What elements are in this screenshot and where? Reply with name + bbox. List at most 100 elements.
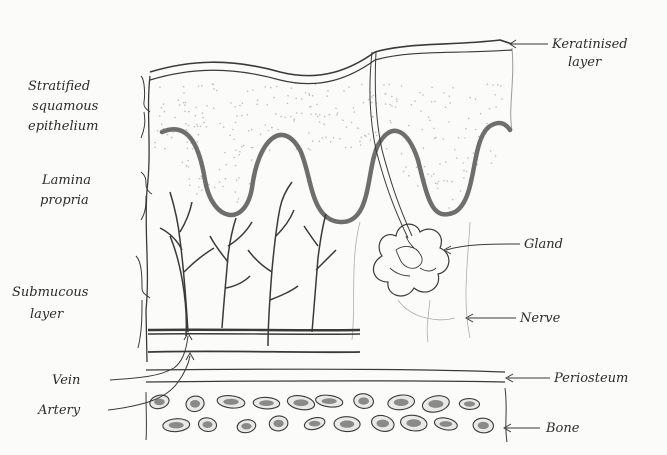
stipple-dot (390, 122, 392, 124)
stipple-dot (235, 165, 237, 167)
stipple-dot (424, 166, 426, 168)
stipple-dot (222, 186, 224, 188)
bone-cell-core (340, 420, 354, 427)
stipple-dot (235, 149, 237, 151)
keratinised-surface-inner (150, 50, 512, 84)
stipple-dot (186, 129, 188, 131)
stipple-dot (350, 147, 352, 149)
stipple-dot (277, 129, 279, 131)
stipple-dot (184, 104, 186, 106)
stipple-dot (330, 141, 332, 143)
stipple-dot (192, 148, 194, 150)
stipple-dot (188, 111, 190, 113)
bone-cells (148, 393, 494, 435)
stipple-dot (189, 178, 191, 180)
stipple-dot (422, 129, 424, 131)
stipple-dot (326, 95, 328, 97)
stipple-dot (167, 134, 169, 136)
stipple-dot (371, 96, 373, 98)
stipple-dot (195, 115, 197, 117)
stipple-dot (473, 152, 475, 154)
stipple-dot (183, 86, 185, 88)
stipple-dot (492, 84, 494, 86)
stipple-dot (234, 157, 236, 159)
stipple-dot (159, 86, 161, 88)
stipple-dot (183, 102, 185, 104)
bone-cell-core (440, 421, 453, 427)
stipple-dot (202, 112, 204, 114)
stipple-dot (401, 85, 403, 87)
bone-cell-core (478, 422, 489, 429)
bone (146, 388, 507, 442)
stipple-dot (308, 93, 310, 95)
stipple-dot (370, 139, 372, 141)
stipple-dot (495, 106, 497, 108)
periosteum-bottom (146, 381, 505, 382)
stipple-dot (230, 102, 232, 104)
stipple-dot (239, 151, 241, 153)
stipple-dot (270, 87, 272, 89)
stipple-dot (251, 159, 253, 161)
stipple-dot (427, 173, 429, 175)
stipple-dot (293, 120, 295, 122)
bone-cell-core (358, 397, 369, 404)
stipple-dot (368, 133, 370, 135)
stipple-dot (242, 103, 244, 105)
label-artery: Artery (37, 403, 81, 418)
stipple-dot (361, 84, 363, 86)
stipple-dot (343, 90, 345, 92)
stipple-dot (451, 181, 453, 183)
stipple-dot (449, 95, 451, 97)
stipple-dot (322, 137, 324, 139)
stipple-dot (360, 144, 362, 146)
stipple-dot (419, 92, 421, 94)
stipple-dot (501, 98, 503, 100)
blood-vessels (160, 182, 336, 346)
bone-cell-core (464, 401, 475, 406)
stipple-dot (257, 99, 259, 101)
stipple-dot (435, 137, 437, 139)
stipple-dot (490, 150, 492, 152)
stipple-dot (388, 84, 390, 86)
vein-vessel-top (148, 330, 360, 331)
stipple-dot (268, 130, 270, 132)
stipple-dot (443, 92, 445, 94)
stipple-dot (161, 124, 163, 126)
stipple-dot (396, 101, 398, 103)
stipple-dot (445, 106, 447, 108)
stipple-dot (251, 147, 253, 149)
stipple-dot (342, 120, 344, 122)
label-gland: Gland (524, 237, 563, 252)
stipple-dot (386, 148, 388, 150)
label-keratinised-2: layer (568, 55, 602, 70)
stipple-dot (157, 130, 159, 132)
stipple-dot (301, 112, 303, 114)
stipple-dot (239, 105, 241, 107)
label-stratified-3: epithelium (28, 119, 98, 134)
stipple-dot (198, 85, 200, 87)
stipple-dot (385, 103, 387, 105)
stipple-dot (225, 178, 227, 180)
stipple-dot (236, 179, 238, 181)
stipple-dot (333, 137, 335, 139)
label-stratified-1: Stratified (28, 79, 90, 94)
stipple-dot (317, 116, 319, 118)
stipple-dot (329, 114, 331, 116)
stipple-dot (194, 126, 196, 128)
stipple-dot (439, 163, 441, 165)
stipple-dot (346, 126, 348, 128)
stipple-dot (465, 128, 467, 130)
stipple-dot (376, 135, 378, 137)
stipple-dot (468, 118, 470, 120)
bone-cell-core (376, 420, 389, 428)
nerve-fibre-2 (375, 52, 412, 236)
stipple-dot (308, 148, 310, 150)
stipple-dot (395, 106, 397, 108)
stipple-dot (287, 103, 289, 105)
vein-vessel-bottom (148, 334, 360, 335)
stipple-dot (339, 138, 341, 140)
bone-cell-core (190, 400, 200, 408)
stipple-dot (249, 183, 251, 185)
stipple-dot (319, 121, 321, 123)
